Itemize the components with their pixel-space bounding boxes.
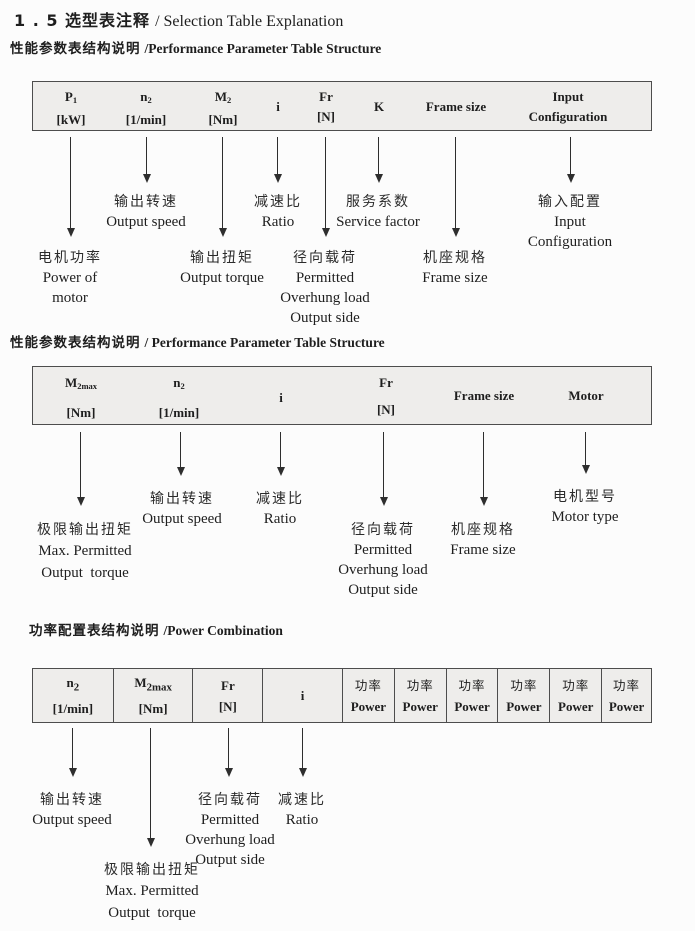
page-title: 1 . 5 选型表注释/ Selection Table Explanation: [14, 7, 343, 31]
arrow-down-i: [276, 432, 285, 476]
section3-heading: 功率配置表结构说明/Power Combination: [29, 623, 283, 639]
col-frame-size: Frame size: [453, 388, 515, 403]
col-n2: n2 [1/min]: [52, 674, 94, 717]
col-fr: Fr [N]: [376, 375, 396, 417]
col-i: i: [262, 669, 342, 722]
col-m2max: M2max [Nm]: [112, 669, 193, 722]
arrow-down-motor: [581, 432, 590, 474]
col-power-4: 功率 Power: [497, 669, 549, 722]
arrow-down-frame-size: [451, 137, 460, 237]
col-i: i: [279, 390, 283, 405]
col-n2: n2 [1/min]: [158, 375, 200, 420]
page-title-en: / Selection Table Explanation: [155, 13, 344, 30]
arrow-down-frame-size: [479, 432, 488, 506]
performance-table-1: P1 [kW] n2 [1/min] M2 [Nm] i Fr [N] K Fr…: [32, 81, 652, 131]
col-power-6: 功率 Power: [601, 669, 651, 722]
arrow-down-fr: [224, 728, 233, 777]
arrow-down-i: [273, 137, 282, 183]
arrow-down-n2: [68, 728, 77, 777]
arrow-down-p1: [66, 137, 75, 237]
col-fr: Fr [N]: [316, 89, 336, 124]
col-input-configuration: Input Configuration: [528, 89, 608, 124]
power-combination-table: n2 [1/min] M2max [Nm] Fr [N] i 功率 Power …: [32, 668, 652, 723]
page-title-zh: 1 . 5 选型表注释: [14, 11, 151, 30]
col-frame-size: Frame size: [425, 99, 487, 114]
arrow-down-n2: [142, 137, 151, 183]
col-i: i: [276, 99, 280, 114]
col-p1: P1 [kW]: [56, 89, 86, 127]
arrow-down-k: [374, 137, 383, 183]
arrow-down-input-config: [566, 137, 575, 183]
col-motor: Motor: [568, 388, 604, 403]
performance-table-2: M2max [Nm] n2 [1/min] i Fr [N] Frame siz…: [32, 366, 652, 425]
arrow-down-i: [298, 728, 307, 777]
section1-heading: 性能参数表结构说明/Performance Parameter Table St…: [10, 41, 382, 57]
arrow-down-fr: [321, 137, 330, 237]
col-fr: Fr [N]: [192, 669, 262, 722]
section2-heading: 性能参数表结构说明/ Performance Parameter Table S…: [10, 335, 385, 351]
col-power-3: 功率 Power: [445, 669, 498, 722]
arrow-down-fr: [379, 432, 388, 506]
col-power-2: 功率 Power: [393, 669, 446, 722]
arrow-down-m2max: [76, 432, 85, 506]
col-power-1: 功率 Power: [341, 669, 394, 722]
col-power-5: 功率 Power: [549, 669, 601, 722]
arrow-down-m2: [218, 137, 227, 237]
col-k: K: [373, 99, 385, 114]
col-n2: n2 [1/min]: [125, 89, 167, 127]
arrow-down-m2max: [146, 728, 155, 847]
col-m2: M2 [Nm]: [208, 89, 238, 127]
arrow-down-n2: [176, 432, 185, 476]
col-m2max: M2max [Nm]: [64, 375, 98, 420]
